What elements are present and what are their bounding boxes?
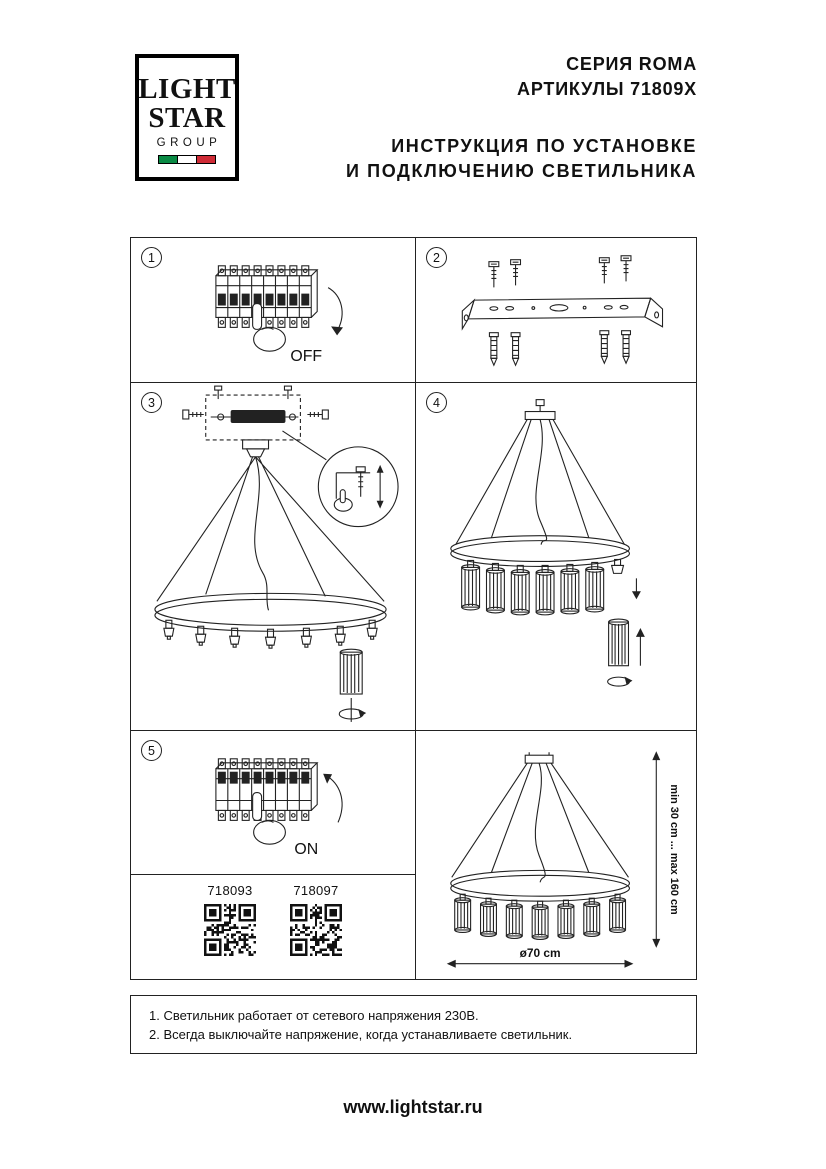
mounting-screws <box>488 255 632 288</box>
breaker-panel <box>215 265 319 328</box>
product-code-right: 718097 <box>290 883 342 956</box>
step-1-cell: 1 <box>131 238 416 383</box>
note-line-1: 1. Светильник работает от сетевого напря… <box>149 1008 479 1023</box>
series-title: СЕРИЯ ROMA <box>566 54 697 74</box>
chandelier-dimensions-diagram: min 30 cm ... max 160 cm ø70 cm <box>446 751 680 968</box>
articles-title: АРТИКУЛЫ 71809X <box>517 78 697 99</box>
diameter-dimension: ø70 cm <box>446 946 634 968</box>
diameter-dimension-label: ø70 cm <box>520 946 561 960</box>
instruction-grid: 1 <box>130 237 697 980</box>
product-code-label: 718093 <box>207 883 253 898</box>
logo-word-light: LIGHT <box>138 73 236 106</box>
pointing-hand-icon <box>252 792 286 845</box>
step-2-badge: 2 <box>426 247 447 268</box>
logo-word-star: STAR <box>148 101 226 134</box>
mounting-bracket <box>461 297 664 331</box>
notes-box: 1. Светильник работает от сетевого напря… <box>130 995 697 1054</box>
header: СЕРИЯ ROMA АРТИКУЛЫ 71809X ИНСТРУКЦИЯ ПО… <box>346 52 697 185</box>
instruction-title-line2: И ПОДКЛЮЧЕНИЮ СВЕТИЛЬНИКА <box>346 161 697 182</box>
step-3-badge: 3 <box>141 392 162 413</box>
chandelier-ring <box>450 869 631 940</box>
website-url: www.lightstar.ru <box>343 1097 483 1117</box>
suspension-cables <box>451 762 629 883</box>
glass-shade <box>608 618 630 667</box>
step-5-cell: 5 <box>131 731 416 875</box>
down-arrow-icon <box>631 578 641 600</box>
adjustment-detail-circle <box>282 430 399 528</box>
step5-power-on-diagram: ON <box>215 758 343 858</box>
product-code-label: 718097 <box>293 883 339 898</box>
breaker-panel <box>215 758 319 821</box>
on-label: ON <box>294 841 318 858</box>
product-code-left: 718093 <box>204 883 256 956</box>
step-2-cell: 2 <box>416 238 696 383</box>
product-codes-panel: 718093 718097 <box>131 875 416 979</box>
pointing-hand-icon <box>252 302 286 352</box>
flag-green-stripe <box>159 155 177 163</box>
switch-up-arrow-icon <box>323 773 343 823</box>
qr-code-right <box>290 904 342 956</box>
flag-white-stripe <box>177 155 197 163</box>
italian-flag-icon <box>158 154 216 164</box>
step-3-number: 3 <box>148 395 155 410</box>
step4-shade-install-diagram <box>450 399 645 687</box>
step-1-badge: 1 <box>141 247 162 268</box>
lightstar-logo: LIGHT STAR GROUP <box>135 54 239 181</box>
step-2-number: 2 <box>433 250 440 265</box>
step1-power-off-diagram: OFF <box>215 265 344 365</box>
step2-bracket-diagram <box>461 255 664 366</box>
step-5-badge: 5 <box>141 740 162 761</box>
step3-assembly-diagram <box>154 385 399 722</box>
step-1-number: 1 <box>148 250 155 265</box>
rotation-arrow-icon <box>338 698 367 722</box>
up-arrow-icon <box>635 627 645 666</box>
wall-anchors <box>488 330 632 366</box>
step-4-number: 4 <box>433 395 440 410</box>
qr-code-left <box>204 904 256 956</box>
canopy <box>524 752 554 764</box>
chandelier-ring <box>154 592 387 649</box>
off-label: OFF <box>290 348 322 365</box>
note-line-2: 2. Всегда выключайте напряжение, когда у… <box>149 1027 573 1042</box>
step-3-cell: 3 <box>131 383 416 731</box>
flag-red-stripe <box>197 155 215 163</box>
logo-word-group: GROUP <box>156 136 222 149</box>
switch-down-arrow-icon <box>327 287 344 336</box>
height-dimension: min 30 cm ... max 160 cm <box>652 751 680 948</box>
rotation-arrow-icon <box>607 676 633 687</box>
instruction-title-line1: ИНСТРУКЦИЯ ПО УСТАНОВКЕ <box>391 135 697 156</box>
step-4-badge: 4 <box>426 392 447 413</box>
step-4-cell: 4 <box>416 383 696 731</box>
suspension-cables <box>156 456 385 611</box>
ceiling-mount-detail <box>182 385 329 458</box>
glass-shade <box>339 648 363 695</box>
dimensions-cell: min 30 cm ... max 160 cm ø70 cm <box>416 731 696 979</box>
height-dimension-label: min 30 cm ... max 160 cm <box>668 784 680 915</box>
step-5-number: 5 <box>148 743 155 758</box>
suspension-cables <box>455 419 625 545</box>
chandelier-ring <box>450 535 631 616</box>
canopy <box>524 399 556 421</box>
